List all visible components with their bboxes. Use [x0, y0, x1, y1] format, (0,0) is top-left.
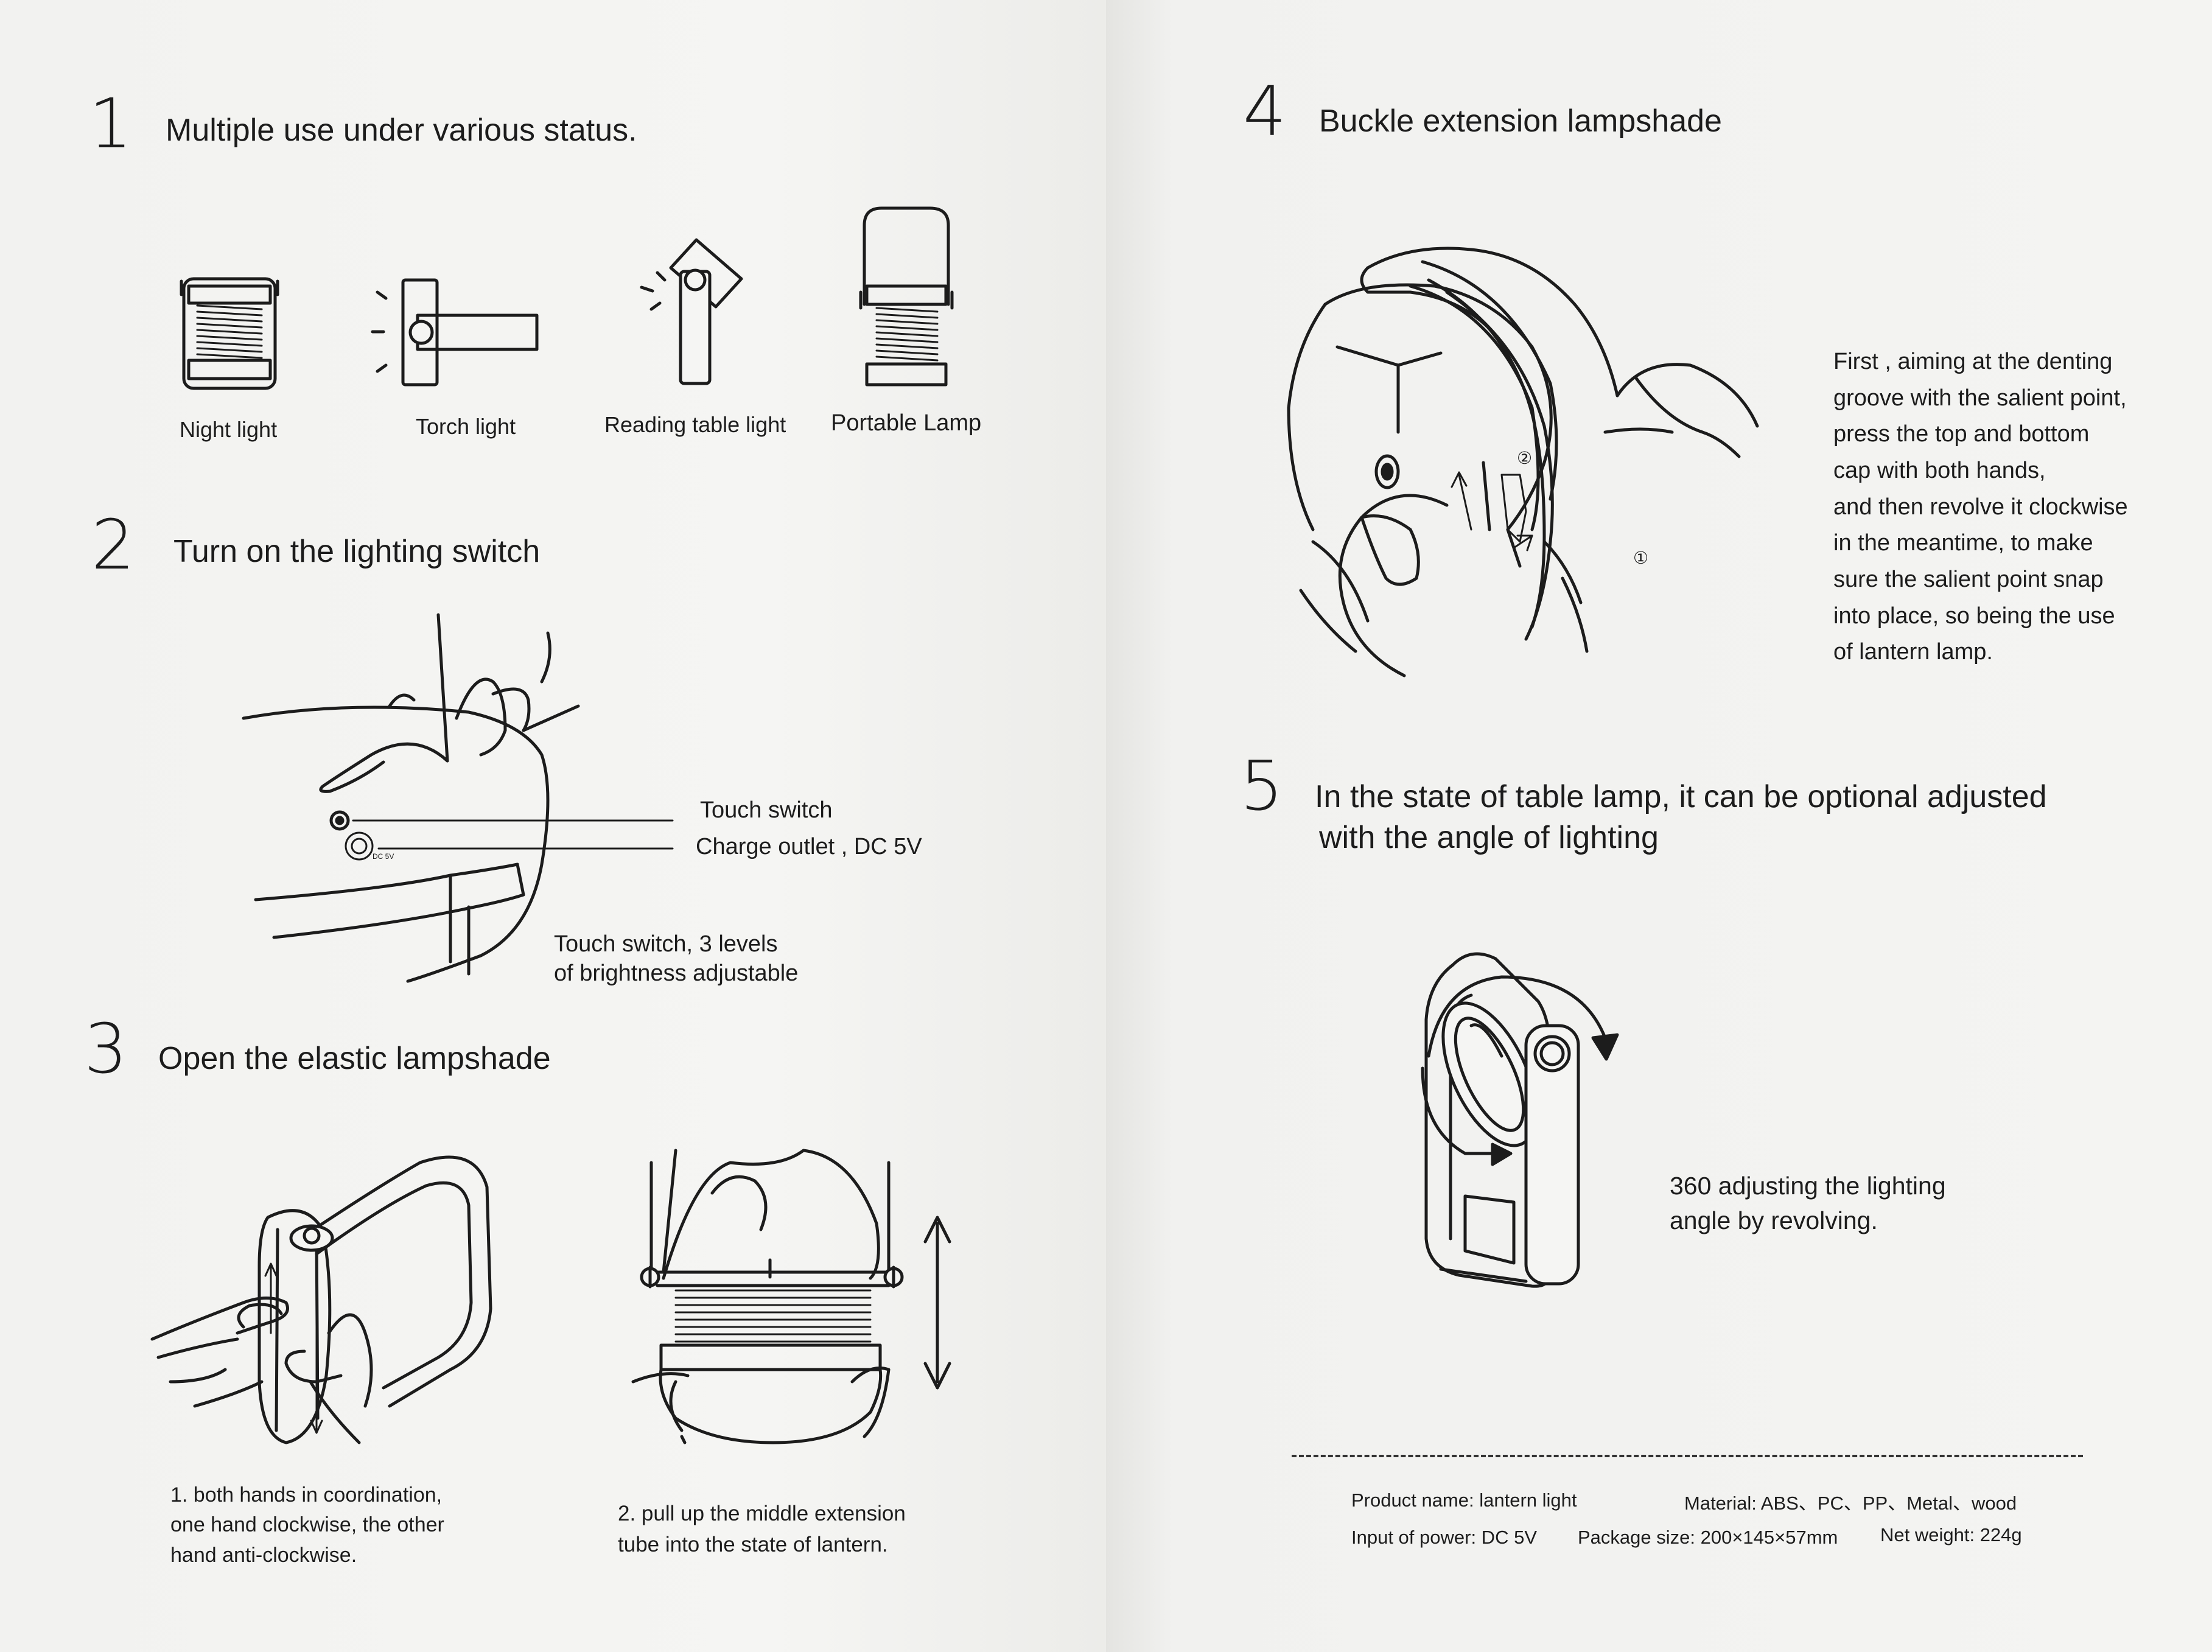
buckle-lampshade-illustration [1287, 247, 1759, 677]
spec-power-input: Input of power: DC 5V [1351, 1527, 1537, 1548]
spec-net-weight: Net weight: 224g [1880, 1524, 2022, 1545]
right-page: 4 Buckle extension lampshade ② ① First ,… [1106, 0, 2212, 1652]
section-4-title: Buckle extension lampshade [1319, 103, 1722, 139]
section-1-title: Multiple use under various status. [166, 113, 637, 148]
caption-line: angle by revolving. [1670, 1206, 1878, 1235]
section-2-title: Turn on the lighting switch [173, 534, 541, 569]
section-2-number: 2 [91, 506, 135, 585]
section-4-number: 4 [1243, 72, 1287, 152]
instruction-line: sure the salient point snap [1833, 566, 2104, 592]
section-5-number: 5 [1240, 747, 1284, 826]
spec-package-size: Package size: 200×145×57mm [1578, 1527, 1838, 1548]
instruction-line: groove with the salient point, [1833, 385, 2127, 411]
brightness-note-line2: of brightness adjustable [554, 961, 799, 986]
caption-line: 360 adjusting the lighting [1670, 1172, 1946, 1200]
step-2-text: 2. pull up the middle extension tube int… [618, 1499, 906, 1561]
brightness-note-line1: Touch switch, 3 levels [554, 931, 778, 957]
reading-light-icon [640, 238, 743, 385]
instruction-line: of lantern lamp. [1833, 639, 1993, 665]
angle-adjust-illustration [1421, 952, 1619, 1288]
touch-switch-label: Touch switch [700, 797, 833, 823]
twist-lampshade-illustration [150, 1155, 492, 1444]
spec-material: Material: ABS、PC、PP、Metal、wood [1684, 1493, 2017, 1514]
section-5-title-line2: with the angle of lighting [1319, 820, 1659, 855]
instruction-line: into place, so being the use [1833, 603, 2115, 629]
mode-portable-lamp-label: Portable Lamp [831, 410, 982, 436]
spec-product-name: Product name: lantern light [1351, 1489, 1577, 1511]
marker-2: ② [1517, 449, 1533, 467]
step-1-line: one hand clockwise, the other [170, 1513, 444, 1537]
section-5-caption: 360 adjusting the lighting angle by revo… [1670, 1169, 1946, 1239]
portable-lamp-icon [859, 206, 954, 387]
marker-1: ① [1633, 548, 1649, 567]
instruction-line: cap with both hands, [1833, 457, 2046, 483]
mode-night-light-label: Night light [180, 417, 278, 442]
step-2-line: 2. pull up the middle extension [618, 1502, 906, 1525]
torch-light-icon [371, 278, 539, 387]
section-1-number: 1 [89, 85, 133, 164]
section-4-instructions: First , aiming at the denting groove wit… [1833, 344, 2128, 671]
instruction-line: and then revolve it clockwise [1833, 494, 2128, 520]
section-3-title: Open the elastic lampshade [158, 1041, 551, 1076]
step-1-text: 1. both hands in coordination, one hand … [170, 1480, 444, 1570]
instruction-line: in the meantime, to make [1833, 530, 2093, 556]
mode-torch-light-label: Torch light [416, 414, 516, 439]
left-page: 1 Multiple use under various status. Nig… [0, 0, 1106, 1652]
touch-switch-illustration [242, 613, 674, 983]
instruction-line: First , aiming at the denting [1833, 349, 2113, 374]
pull-lampshade-illustration [631, 1149, 951, 1444]
charge-outlet-label: Charge outlet , DC 5V [696, 834, 922, 859]
step-1-line: hand anti-clockwise. [170, 1543, 357, 1567]
section-3-number: 3 [84, 1010, 128, 1089]
step-2-line: tube into the state of lantern. [618, 1532, 888, 1556]
spec-divider [1292, 1455, 2083, 1457]
mode-reading-light-label: Reading table light [604, 412, 786, 437]
night-light-icon [180, 277, 279, 390]
step-1-line: 1. both hands in coordination, [170, 1483, 443, 1507]
instruction-line: press the top and bottom [1833, 421, 2090, 447]
section-5-title-line1: In the state of table lamp, it can be op… [1315, 779, 2047, 814]
dc-outlet-mark: DC 5V [373, 852, 394, 861]
